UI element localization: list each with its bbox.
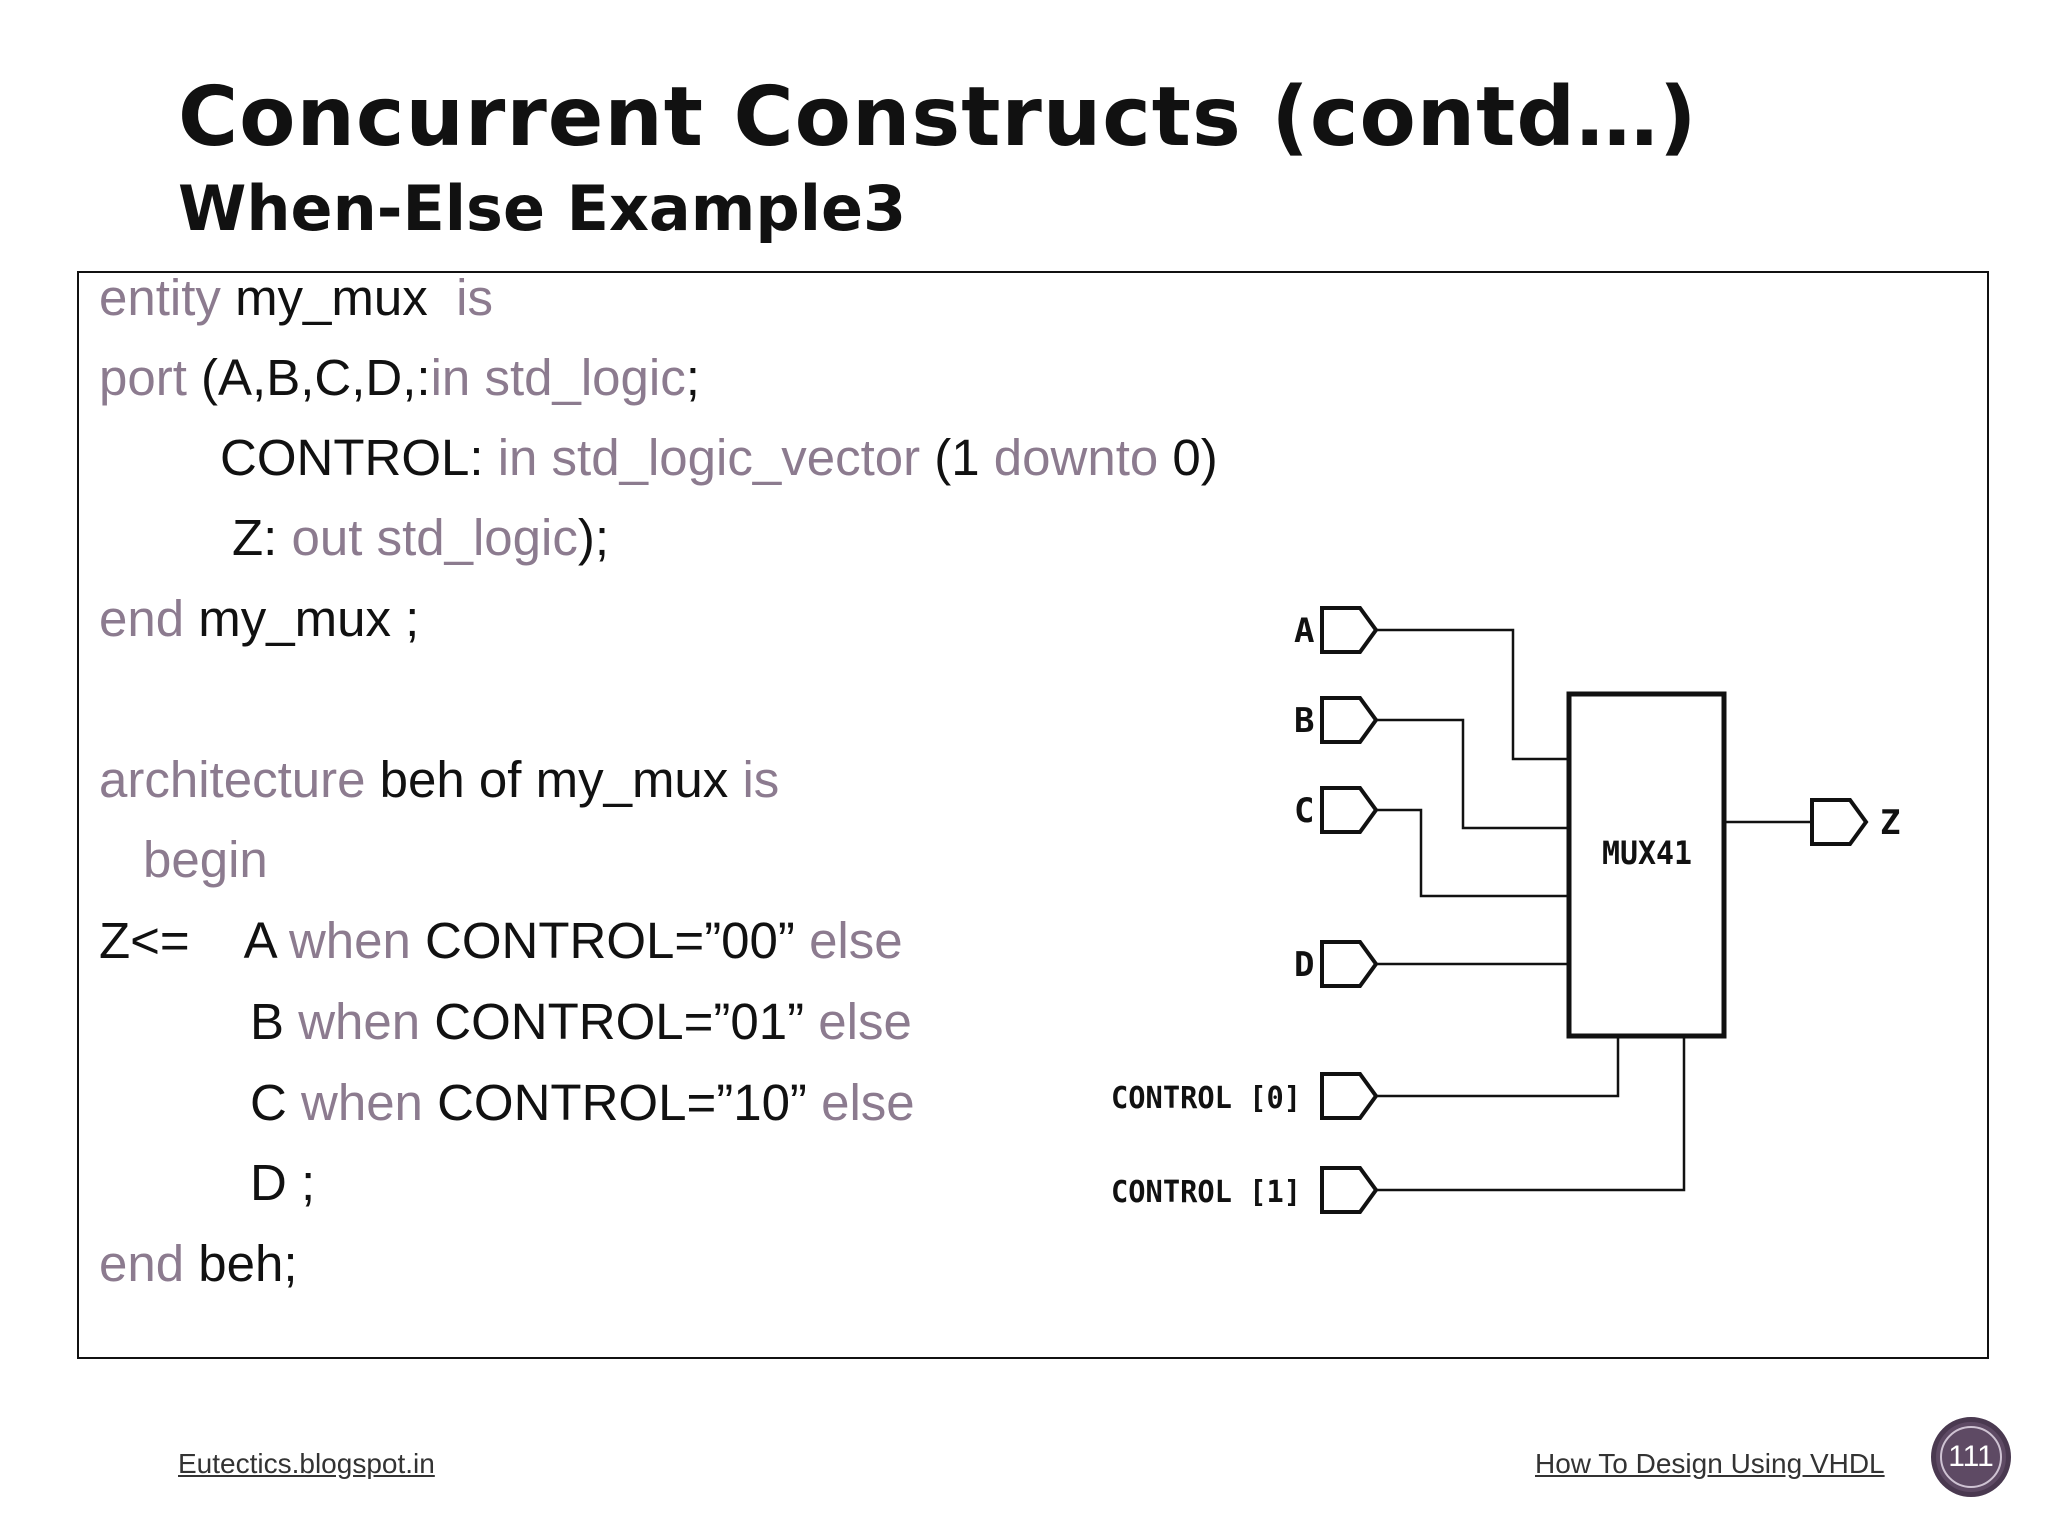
code-text: beh of my_mux (365, 751, 743, 808)
wire-control0 (1376, 1036, 1620, 1098)
code-text: C (250, 1074, 301, 1131)
code-text: CONTROL=”10” (422, 1074, 822, 1131)
port-control1-shape (1320, 1166, 1379, 1214)
page-number-badge: 111 (1931, 1417, 2011, 1497)
wire-c (1376, 808, 1569, 898)
label-b: B (1294, 701, 1314, 741)
slide-subtitle: When-Else Example3 (178, 172, 907, 245)
footer-site-link[interactable]: Eutectics.blogspot.in (178, 1448, 435, 1479)
keyword: else (809, 912, 903, 969)
code-text: Z: (232, 509, 292, 566)
code-text: CONTROL=”01” (420, 993, 819, 1050)
keyword: is (456, 269, 493, 326)
keyword: port (99, 349, 187, 406)
code-box (77, 271, 1989, 1359)
keyword: entity (99, 269, 221, 326)
wire-a (1376, 628, 1569, 761)
wire-b (1376, 718, 1569, 830)
keyword: in std_logic_vector (497, 429, 921, 486)
code-line-d: D ; (250, 1153, 315, 1213)
code-text: my_mux (220, 269, 457, 326)
keyword: end (99, 1235, 185, 1292)
code-line-begin: begin (143, 830, 268, 890)
keyword: end (99, 590, 185, 647)
code-text: (A,B,C,D,: (186, 349, 431, 406)
code-text: ; (685, 349, 700, 406)
code-line-port: port (A,B,C,D,:in std_logic; (99, 348, 700, 408)
code-text: D ; (250, 1154, 316, 1211)
code-text: CONTROL: (220, 429, 498, 486)
keyword: else (821, 1074, 915, 1131)
port-control0-shape (1320, 1072, 1379, 1120)
footer-course-link[interactable]: How To Design Using VHDL (1535, 1448, 1885, 1479)
code-text: B (250, 993, 299, 1050)
label-a: A (1294, 611, 1314, 651)
code-line-when-a: Z<= A when CONTROL=”00” else (99, 911, 903, 971)
code-line-end-arch: end beh; (99, 1234, 298, 1294)
label-z: Z (1880, 803, 1900, 843)
code-text: my_mux ; (184, 590, 420, 647)
mux-label: MUX41 (1602, 834, 1692, 872)
keyword: is (742, 751, 780, 808)
page-number: 111 (1948, 1440, 1994, 1473)
keyword: else (818, 993, 912, 1050)
keyword: when (288, 912, 411, 969)
code-text: ); (577, 509, 610, 566)
code-line-when-b: B when CONTROL=”01” else (250, 992, 912, 1052)
code-text: beh; (184, 1235, 298, 1292)
keyword: in std_logic (430, 349, 686, 406)
port-a-shape (1320, 606, 1379, 654)
keyword: architecture (99, 751, 366, 808)
keyword: downto (993, 429, 1159, 486)
keyword: when (298, 993, 421, 1050)
label-c: C (1294, 791, 1314, 831)
keyword: when (301, 1074, 423, 1131)
slide-title: Concurrent Constructs (contd…) (178, 70, 1698, 165)
port-d-shape (1320, 940, 1379, 988)
port-c-shape (1320, 786, 1379, 834)
code-line-architecture: architecture beh of my_mux is (99, 750, 779, 810)
label-control0: CONTROL [0] (1111, 1081, 1301, 1116)
label-d: D (1294, 945, 1314, 985)
code-line-when-c: C when CONTROL=”10” else (250, 1073, 915, 1133)
keyword: begin (143, 831, 268, 888)
code-line-control: CONTROL: in std_logic_vector (1 downto 0… (220, 428, 1218, 488)
label-control1: CONTROL [1] (1111, 1175, 1301, 1210)
code-text: CONTROL=”00” (410, 912, 810, 969)
code-text: 0) (1158, 429, 1218, 486)
mux-schematic: A B C D CONTROL [0] CONTROL [1] MUX41 Z (1111, 606, 1900, 1214)
mux-block (1566, 691, 1727, 1039)
port-b-shape (1320, 696, 1379, 744)
code-text: (1 (920, 429, 994, 486)
wire-control1 (1376, 1036, 1686, 1192)
port-z-shape (1810, 798, 1869, 846)
keyword: out std_logic (291, 509, 578, 566)
code-line-z: Z: out std_logic); (232, 508, 609, 568)
code-text: Z<= A (99, 912, 289, 969)
code-line-end-entity: end my_mux ; (99, 589, 419, 649)
code-line-entity: entity my_mux is (99, 268, 493, 328)
